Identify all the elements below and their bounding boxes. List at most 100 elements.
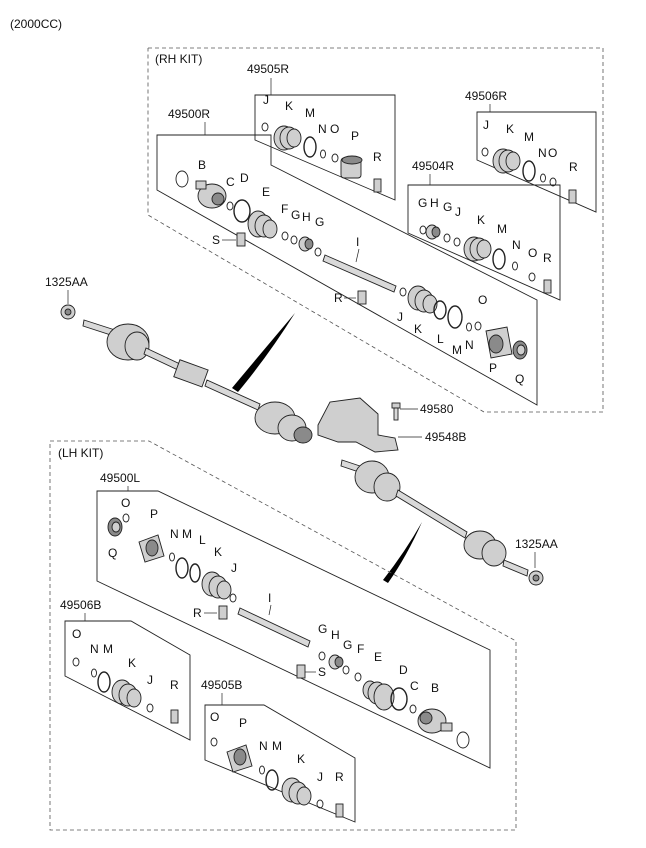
rh506-label-o: O — [548, 146, 557, 160]
rh504-part-g2 — [443, 233, 451, 243]
rh-part-o — [474, 321, 482, 331]
lh-part-b-joint — [417, 708, 453, 734]
lh-label-g1: G — [318, 622, 327, 636]
rh505-label-o: O — [330, 122, 339, 136]
rh-driveshaft — [82, 319, 313, 444]
lh506-part-r — [170, 709, 179, 724]
rh-label-e: E — [262, 185, 270, 199]
rh-label-g2: G — [315, 215, 324, 229]
lh-part-h — [328, 654, 344, 670]
rh-label-g1: G — [291, 208, 300, 222]
rh-part-j-ring — [399, 287, 407, 297]
lh505-part-r — [335, 803, 344, 818]
lh505-part-o — [210, 737, 218, 747]
rh-part-i-shaft — [322, 254, 397, 293]
rh-part-p-housing — [485, 326, 513, 359]
lh-label-c: C — [410, 679, 419, 693]
lh-part-o — [122, 513, 130, 523]
lh505-label-j: J — [317, 770, 323, 784]
rh505-part-p-housing — [340, 155, 363, 179]
lh506-part-n — [91, 668, 97, 678]
rh-part-c — [226, 201, 234, 211]
rh-kit-group: (RH KIT) 49505R J K M N O P R 49506R J — [147, 47, 604, 413]
lh-label-e: E — [374, 650, 382, 664]
lh-part-l — [189, 563, 201, 583]
lh-label-n: N — [170, 527, 179, 541]
bolt-label: 49580 — [420, 402, 454, 416]
rh-label-d: D — [240, 171, 249, 185]
rh506-label-n: N — [538, 146, 547, 160]
lh-kit-49500l-box — [96, 490, 491, 769]
lh-label-o: O — [121, 496, 130, 510]
lh-driveshaft — [340, 459, 529, 577]
lh-label-q: Q — [108, 546, 117, 560]
lh505-part-m — [265, 769, 279, 791]
lh-part-p-housing — [138, 534, 165, 563]
lh505-label-r: R — [335, 770, 344, 784]
lh-label-s: S — [318, 665, 326, 679]
lh-kit-49506b-box — [64, 620, 191, 741]
rh504-part-o — [528, 272, 536, 282]
lh506-label-n: N — [90, 642, 99, 656]
lh506-part-j — [146, 703, 154, 713]
rh-part-g2 — [314, 247, 322, 257]
rh-49500r-label: 49500R — [168, 107, 210, 121]
lh-label-k: K — [214, 545, 222, 559]
rh-part-s — [236, 232, 246, 247]
rh-part-q-seal — [512, 340, 528, 360]
nut-top — [60, 304, 76, 320]
nut-bottom — [528, 570, 544, 586]
lh-label-h: H — [331, 628, 340, 642]
rh506-part-m — [522, 160, 536, 182]
rh-49506r-label: 49506R — [465, 89, 507, 103]
lh-part-q-seal — [107, 517, 123, 537]
rh505-label-n: N — [318, 122, 327, 136]
rh-kit-49504r-box — [407, 184, 561, 301]
rh-part-f — [281, 231, 289, 241]
rh506-part-r — [568, 189, 577, 204]
rh504-label-o: O — [528, 246, 537, 260]
lh505-label-n: N — [259, 739, 268, 753]
rh504-part-h — [425, 224, 441, 240]
lh-part-i-shaft — [237, 607, 311, 648]
rh505-part-r — [373, 178, 382, 193]
lh505-part-n — [259, 765, 265, 775]
lh-part-e-boot — [362, 680, 395, 711]
rh505-label-k: K — [285, 99, 293, 113]
rh-label-n: N — [465, 338, 474, 352]
lh-label-f: F — [357, 642, 364, 656]
rh505-part-m — [303, 136, 317, 158]
rh-part-e-boot — [247, 210, 278, 239]
lh-part-k-boot — [201, 571, 232, 600]
rh506-part-j — [481, 147, 489, 157]
lh-label-g2: G — [343, 638, 352, 652]
rh-49504r-label: 49504R — [412, 159, 454, 173]
rh504-label-n: N — [512, 238, 521, 252]
bracket-49548b — [317, 397, 399, 453]
lh505-part-k-boot — [281, 777, 312, 806]
rh506-part-n — [540, 173, 546, 183]
rh506-label-m: M — [524, 130, 534, 144]
rh504-part-r — [543, 279, 552, 294]
lh-label-j: J — [231, 561, 237, 575]
rh-label-r: R — [334, 291, 343, 305]
rh-part-n — [466, 322, 472, 332]
rh505-label-p: P — [351, 129, 359, 143]
rh504-part-m — [492, 248, 506, 270]
rh505-label-m: M — [305, 106, 315, 120]
rh-label-h: H — [302, 210, 311, 224]
rh-label-i: I — [356, 235, 359, 249]
rh506-label-r: R — [569, 160, 578, 174]
lh506-label-j: J — [147, 673, 153, 687]
rh-label-p: P — [489, 361, 497, 375]
engine-label: (2000CC) — [10, 17, 62, 31]
lh505-part-j — [316, 799, 324, 809]
lh505-part-p-housing — [226, 744, 253, 773]
lh-label-b: B — [431, 681, 439, 695]
rh504-part-j — [453, 237, 461, 247]
rh-kit-49500r-box — [156, 134, 538, 406]
rh-kit-49506r-box — [476, 111, 597, 213]
lh-label-p: P — [150, 507, 158, 521]
rh505-label-j: J — [263, 93, 269, 107]
